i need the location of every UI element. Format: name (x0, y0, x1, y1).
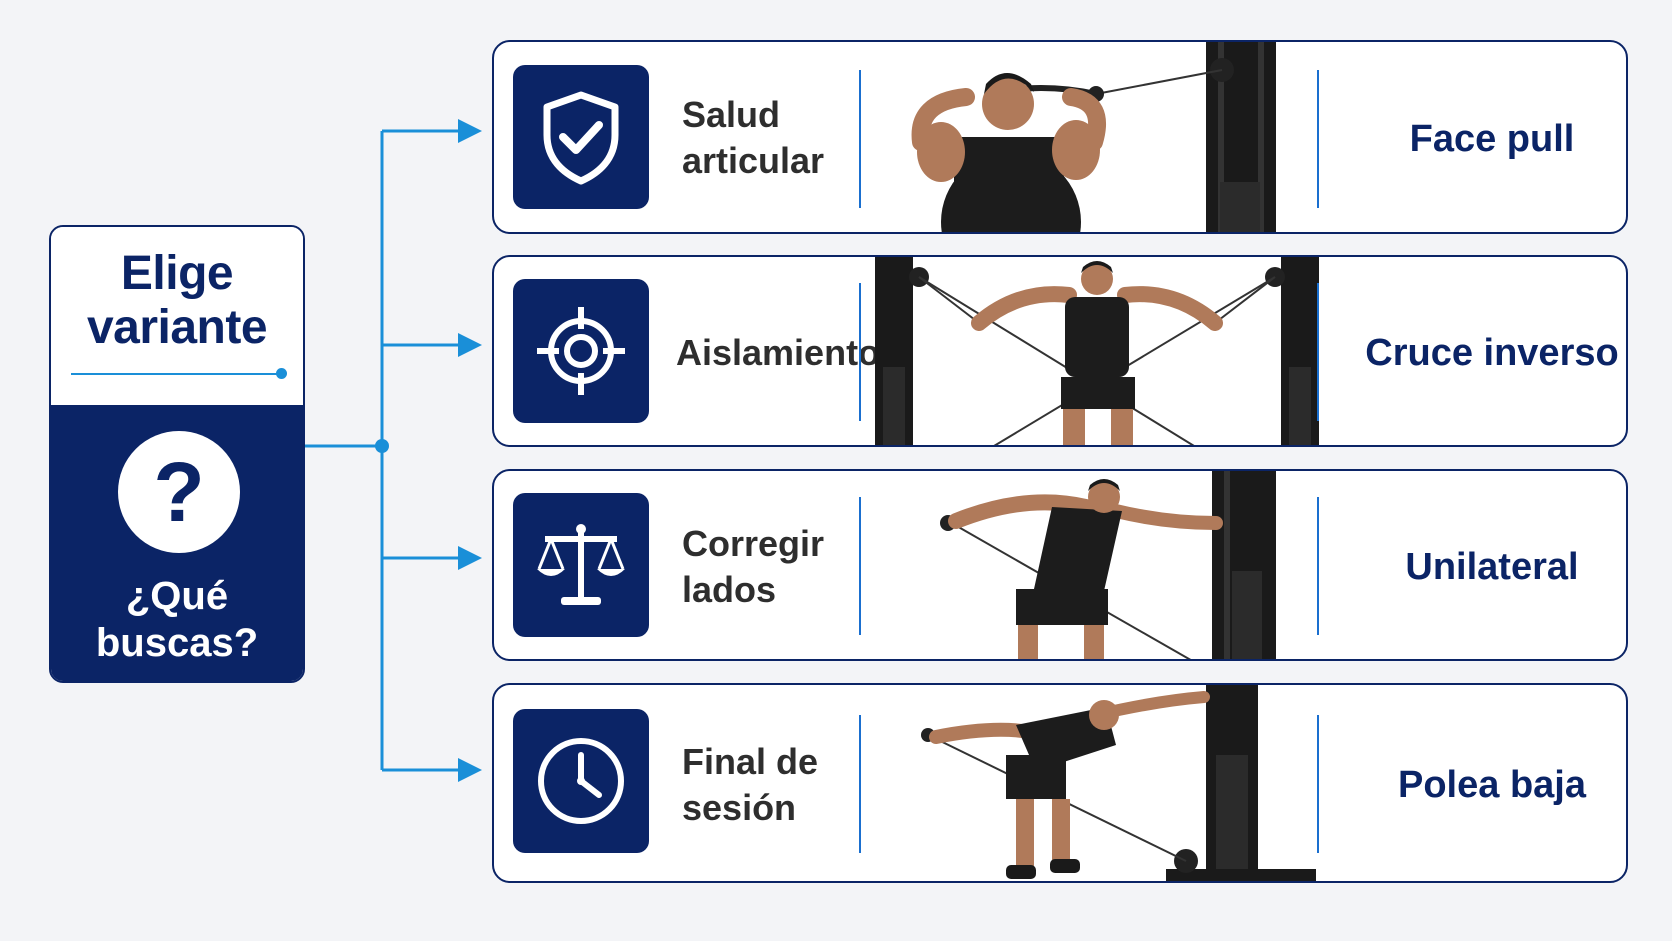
option-row-end-of-session: Final de sesión Polea baja (492, 683, 1628, 883)
goal-label: Aislamiento (676, 332, 881, 373)
variant-label: Face pull (1409, 117, 1575, 160)
balance-scale-icon (513, 493, 649, 637)
decision-question-panel: ? ¿Qué buscas? (51, 405, 303, 681)
row-divider (1317, 715, 1319, 853)
low-pulley-exercise-photo (921, 685, 1316, 881)
option-row-joint-health: Salud articular Face pull (492, 40, 1628, 234)
title-underline-dot (276, 368, 287, 379)
goal-label: Final de sesión (682, 741, 819, 828)
row-divider (859, 715, 861, 853)
crosshair-target-icon (513, 279, 649, 423)
face-pull-exercise-photo (911, 42, 1276, 232)
title-underline (71, 373, 283, 375)
question-mark-icon: ? (118, 431, 240, 553)
variant-label: Polea baja (1398, 763, 1586, 806)
row-divider (859, 497, 861, 635)
row-divider (1317, 283, 1319, 421)
row-divider (1317, 70, 1319, 208)
row-divider (1317, 497, 1319, 635)
decision-question: ¿Qué buscas? (95, 574, 259, 665)
row-divider (859, 283, 861, 421)
variant-label: Cruce inverso (1365, 331, 1619, 374)
shield-check-icon (513, 65, 649, 209)
goal-label: Salud articular (682, 94, 825, 181)
decision-header: Elige variante (51, 227, 303, 405)
option-row-isolation: Aislamiento Cruce inverso (492, 255, 1628, 447)
decision-box: Elige variante ? ¿Qué buscas? (49, 225, 305, 683)
goal-label: Corregir lados (682, 523, 825, 610)
decision-title: Elige variante (86, 247, 268, 354)
row-divider (859, 70, 861, 208)
unilateral-exercise-photo (940, 471, 1276, 659)
reverse-fly-exercise-photo (875, 257, 1319, 445)
option-row-correct-sides: Corregir lados Unilateral (492, 469, 1628, 661)
variant-label: Unilateral (1405, 545, 1579, 588)
clock-icon (513, 709, 649, 853)
